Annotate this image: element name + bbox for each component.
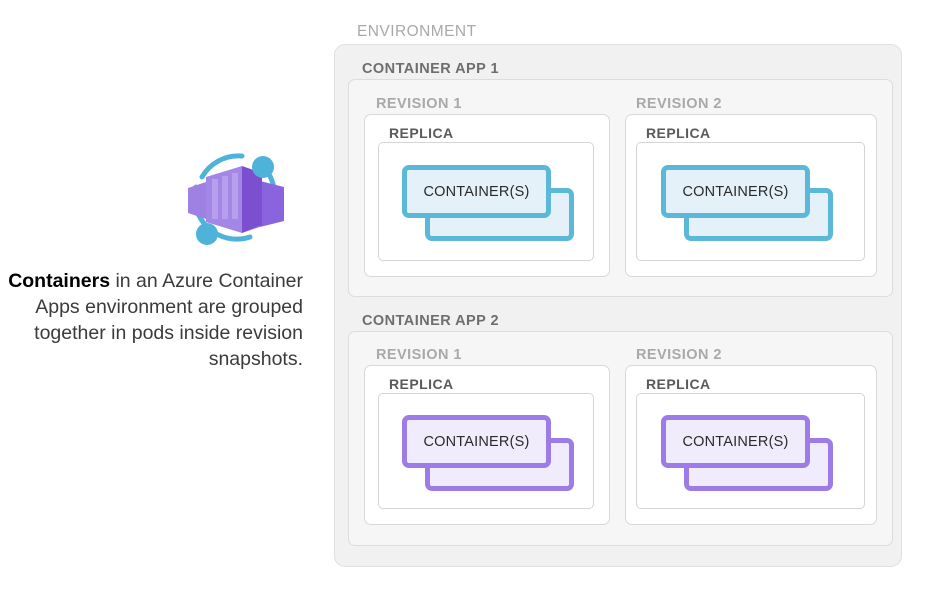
app1-revision-2-label: REVISION 2 (636, 96, 722, 112)
logo-svg (188, 153, 284, 245)
logo-box-center-side (242, 166, 262, 233)
app1-revision-2-replica-label: REPLICA (646, 125, 711, 141)
orbit-dot-top-right (252, 156, 274, 178)
logo-slat-2 (222, 176, 228, 219)
container-stack-label: CONTAINER(S) (423, 433, 530, 450)
container-stack-front: CONTAINER(S) (402, 165, 551, 218)
app2-revision-1-label: REVISION 1 (376, 347, 462, 363)
logo-slat-1 (212, 179, 218, 219)
app2-revision-1-container-stack: CONTAINER(S) (402, 415, 574, 491)
caption-rest: in an Azure Container Apps environment a… (34, 270, 303, 370)
container-stack-front: CONTAINER(S) (661, 165, 810, 218)
app2-revision-1-replica-label: REPLICA (389, 376, 454, 392)
app1-revision-2-container-stack: CONTAINER(S) (661, 165, 833, 241)
logo-box-left (188, 182, 206, 219)
azure-container-apps-logo (180, 143, 290, 253)
left-info-panel: Containers in an Azure Container Apps en… (0, 0, 320, 593)
logo-slat-3 (232, 173, 238, 219)
container-stack-front: CONTAINER(S) (402, 415, 551, 468)
container-stack-label: CONTAINER(S) (682, 183, 789, 200)
container-stack-front: CONTAINER(S) (661, 415, 810, 468)
orbit-dot-bottom-left (196, 223, 218, 245)
caption-bold-word: Containers (8, 270, 111, 292)
app2-revision-2-label: REVISION 2 (636, 347, 722, 363)
container-app-2-label: CONTAINER APP 2 (362, 313, 500, 329)
app1-revision-1-label: REVISION 1 (376, 96, 462, 112)
app2-revision-2-container-stack: CONTAINER(S) (661, 415, 833, 491)
environment-label: ENVIRONMENT (357, 23, 477, 40)
app2-revision-2-replica-label: REPLICA (646, 376, 711, 392)
container-app-1-label: CONTAINER APP 1 (362, 61, 500, 77)
logo-box-right-body (260, 181, 284, 227)
container-stack-label: CONTAINER(S) (423, 183, 530, 200)
orbit-arc-top (199, 153, 245, 180)
app1-revision-1-container-stack: CONTAINER(S) (402, 165, 574, 241)
app1-revision-1-replica-label: REPLICA (389, 125, 454, 141)
caption-text: Containers in an Azure Container Apps en… (8, 268, 303, 372)
container-stack-label: CONTAINER(S) (682, 433, 789, 450)
